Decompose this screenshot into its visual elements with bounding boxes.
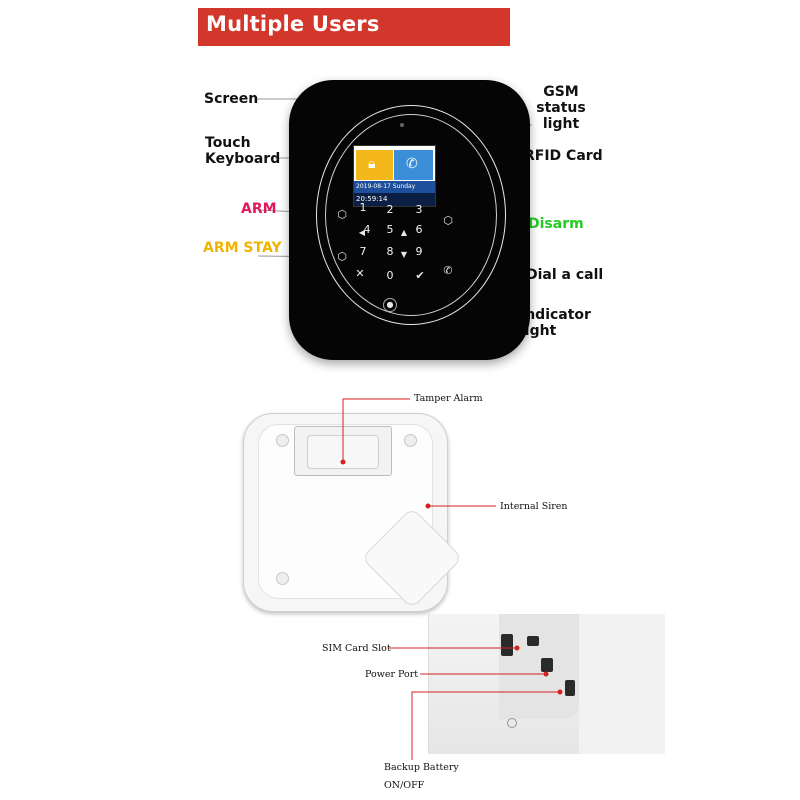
arm-stay-icon[interactable]: ⬡ — [337, 250, 347, 263]
power-port — [541, 658, 553, 672]
key-6[interactable]: 6 — [415, 223, 423, 236]
screw-top-left — [276, 434, 289, 447]
screen-date: 2019-08-17 Sunday — [354, 181, 435, 193]
key-3[interactable]: 3 — [415, 203, 423, 216]
disarm-label: Disarm — [528, 216, 584, 232]
battery-switch — [565, 680, 575, 696]
key-9[interactable]: 9 — [415, 245, 423, 258]
keyboard-label: Keyboard — [205, 151, 281, 167]
backup-battery-label: Backup Battery — [384, 762, 459, 773]
inner-ring — [325, 114, 497, 316]
alarm-panel-back — [243, 413, 463, 612]
back-arrow-icon[interactable]: ◀ — [358, 228, 366, 237]
internal-siren-label: Internal Siren — [500, 501, 568, 512]
indicator-light-icon: ● — [383, 298, 397, 312]
screw-bottom-left — [276, 572, 289, 585]
key-0[interactable]: 0 — [386, 269, 394, 282]
down-arrow-icon[interactable]: ▼ — [400, 250, 408, 259]
gsm-label-1: GSM — [543, 84, 579, 100]
power-port-label: Power Port — [365, 669, 419, 680]
key-4[interactable]: 4 — [363, 223, 371, 236]
gsm-label-2: status — [536, 100, 586, 116]
outer-ring — [316, 105, 506, 325]
screen-time: 20:59:14 — [354, 193, 435, 206]
lcd-screen: 🔒︎ ✆ 2019-08-17 Sunday 20:59:14 — [353, 145, 436, 207]
cancel-icon[interactable]: ✕ — [355, 267, 365, 280]
slot-2 — [527, 636, 539, 646]
key-1[interactable]: 1 — [359, 201, 367, 214]
lock-icon: 🔒︎ — [368, 156, 376, 172]
key-2[interactable]: 2 — [386, 203, 394, 216]
indicator-label-1: Indicator — [520, 307, 591, 323]
banner-title: Multiple Users — [206, 12, 380, 36]
closeup-screw — [507, 718, 517, 728]
disarm-icon[interactable]: ⬡ — [443, 214, 453, 227]
key-5[interactable]: 5 — [386, 223, 394, 236]
arm-icon[interactable]: ⬡ — [337, 208, 347, 221]
indicator-label-2: light — [520, 323, 557, 339]
gsm-light — [400, 123, 404, 127]
phone-tile: ✆ — [394, 150, 433, 180]
phone-icon: ✆ — [406, 156, 418, 172]
gsm-label-3: light — [542, 116, 580, 132]
arm-stay-label: ARM STAY — [203, 240, 282, 256]
up-arrow-icon[interactable]: ▲ — [400, 228, 408, 237]
screw-top-right — [404, 434, 417, 447]
closeup-panel — [499, 614, 579, 719]
tamper-alarm-label: Tamper Alarm — [414, 393, 483, 404]
on-off-label: ON/OFF — [384, 780, 425, 791]
lock-tile: 🔒︎ — [356, 150, 393, 180]
arm-label: ARM — [241, 201, 277, 217]
key-8[interactable]: 8 — [386, 245, 394, 258]
dial-label: Dial a call — [526, 267, 604, 283]
sim-card-slot-label: SIM Card Slot — [322, 643, 391, 654]
title-banner: Multiple Users — [198, 8, 510, 46]
key-7[interactable]: 7 — [359, 245, 367, 258]
alarm-panel-front: 🔒︎ ✆ 2019-08-17 Sunday 20:59:14 1 2 3 4 … — [289, 80, 530, 360]
dial-icon[interactable]: ✆ — [443, 264, 453, 277]
sim-slot — [501, 634, 513, 656]
confirm-icon[interactable]: ✔ — [415, 269, 425, 282]
rfid-label: RFID Card — [524, 148, 603, 164]
screen-label: Screen — [204, 91, 259, 107]
touch-label: Touch — [205, 135, 251, 151]
ports-closeup — [428, 614, 665, 754]
tamper-switch — [294, 426, 392, 476]
